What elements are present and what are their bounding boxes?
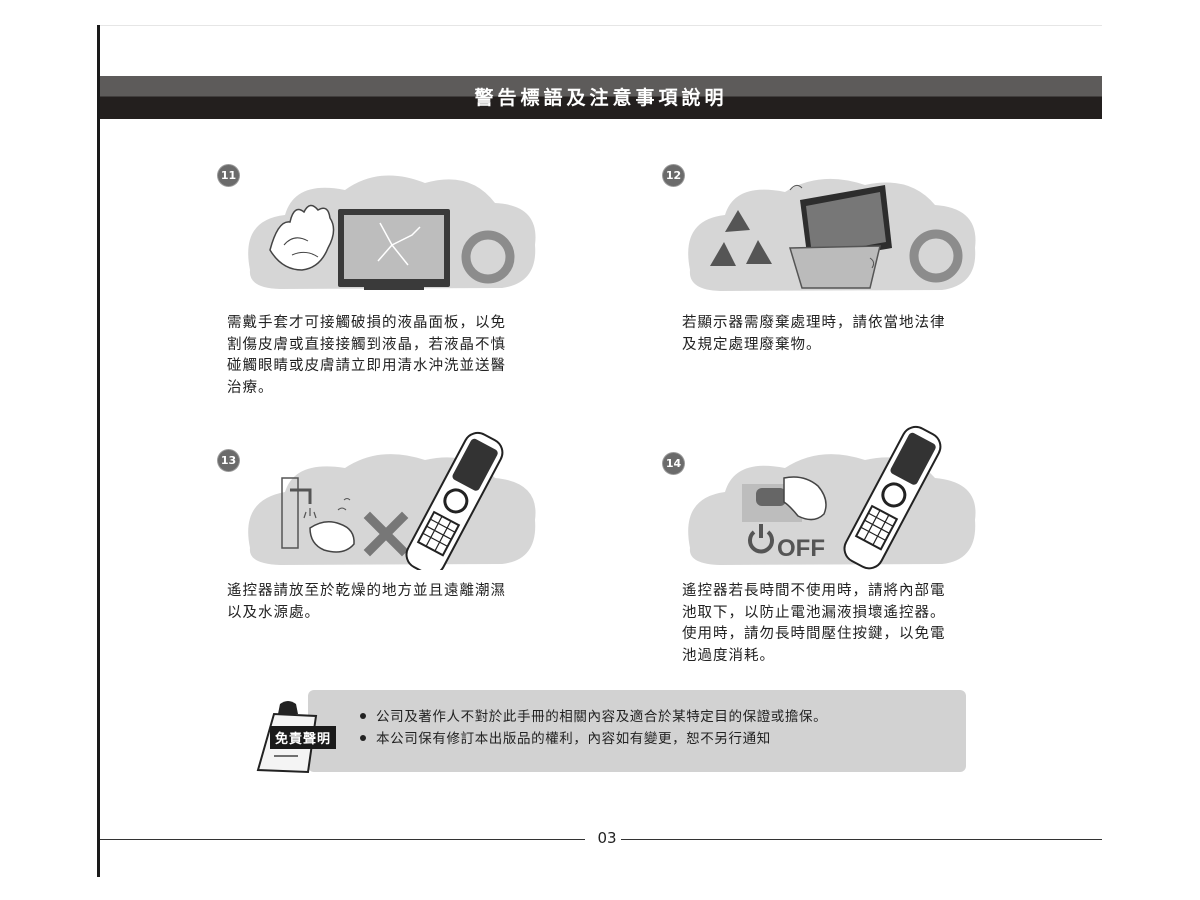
page-number: 03 <box>597 829 617 847</box>
caption-13: 遙控器請放至於乾燥的地方並且遠離潮濕 以及水源處。 <box>227 583 506 621</box>
item-number-badge: 11 <box>218 165 239 186</box>
caption-12: 若顯示器需廢棄處理時，請依當地法律 及規定處理廢棄物。 <box>682 315 946 353</box>
faucet-hands-icon <box>281 477 355 553</box>
disclaimer-list: 公司及著作人不對於此手冊的相關內容及適合於某特定目的保證或擔保。 本公司保有修訂… <box>360 706 827 750</box>
ok-circle-icon <box>909 229 963 283</box>
item-number-badge: 13 <box>218 450 239 471</box>
remote-control-icon <box>405 431 504 570</box>
off-label: OFF <box>777 535 825 562</box>
footer-rule-left <box>100 839 585 840</box>
caption-14: 遙控器若長時間不使用時，請將內部電 池取下，以防止電池漏液損壞遙控器。 使用時，… <box>682 583 946 664</box>
remote-control-icon <box>843 425 942 570</box>
ok-circle-icon <box>461 230 515 284</box>
gloves-icon <box>269 204 335 271</box>
footer-rule-right <box>621 839 1102 840</box>
caption-11: 需戴手套才可接觸破損的液晶面板，以免 割傷皮膚或直接接觸到液晶，若液晶不慎 碰觸… <box>227 315 506 396</box>
page-top-rule <box>98 25 1102 26</box>
battery-hand-icon <box>742 476 827 522</box>
illustration-12 <box>688 178 976 291</box>
cross-mark-icon <box>363 511 409 557</box>
section-header: 警告標語及注意事項說明 <box>100 76 1102 119</box>
disclaimer-panel: 公司及著作人不對於此手冊的相關內容及適合於某特定目的保證或擔保。 本公司保有修訂… <box>308 690 966 772</box>
illustration-13 <box>248 431 536 570</box>
disclaimer-label: 免責聲明 <box>270 726 337 749</box>
tv-in-bin-icon <box>788 184 892 289</box>
disclaimer-item: 公司及著作人不對於此手冊的相關內容及適合於某特定目的保證或擔保。 <box>360 706 827 728</box>
illustration-11 <box>248 175 536 290</box>
illustration-14: OFF <box>688 425 976 570</box>
page-title: 警告標語及注意事項說明 <box>474 87 728 109</box>
item-number-badge: 14 <box>663 453 684 474</box>
cracked-screen-icon <box>338 209 450 290</box>
page-left-rule <box>97 25 100 877</box>
item-number-badge: 12 <box>663 165 684 186</box>
power-off-icon: OFF <box>748 524 825 562</box>
recycle-icon <box>710 210 772 266</box>
disclaimer-item: 本公司保有修訂本出版品的權利，內容如有變更，恕不另行通知 <box>360 728 827 750</box>
